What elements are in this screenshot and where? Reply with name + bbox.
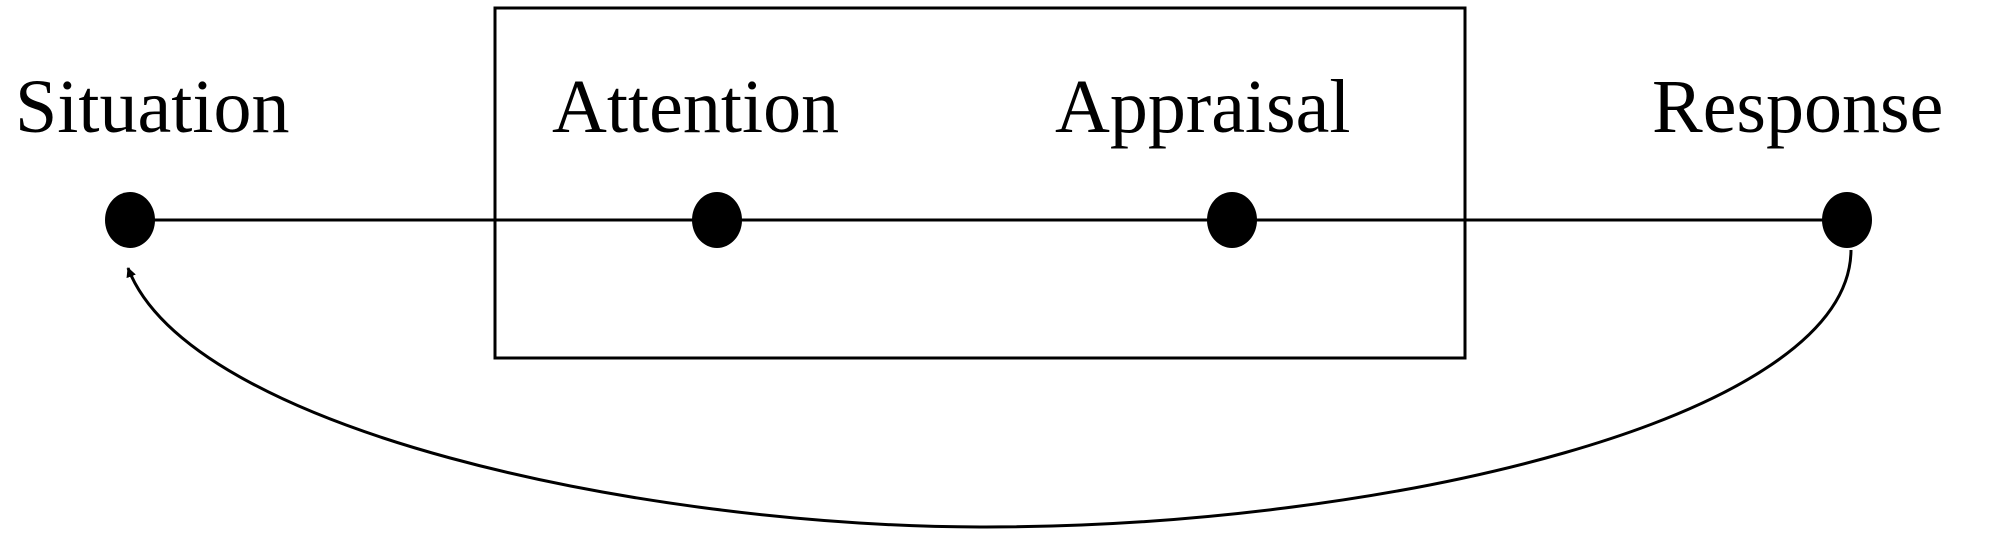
situation-node <box>105 192 155 248</box>
response-node <box>1822 192 1872 248</box>
attention-node <box>692 192 742 248</box>
response-label: Response <box>1652 65 1943 149</box>
inner-process-box <box>493 6 1467 360</box>
feedback-arrow <box>126 249 1853 529</box>
attention-label: Attention <box>552 65 839 149</box>
situation-label: Situation <box>15 65 289 149</box>
appraisal-label: Appraisal <box>1055 65 1350 149</box>
appraisal-node <box>1207 192 1257 248</box>
